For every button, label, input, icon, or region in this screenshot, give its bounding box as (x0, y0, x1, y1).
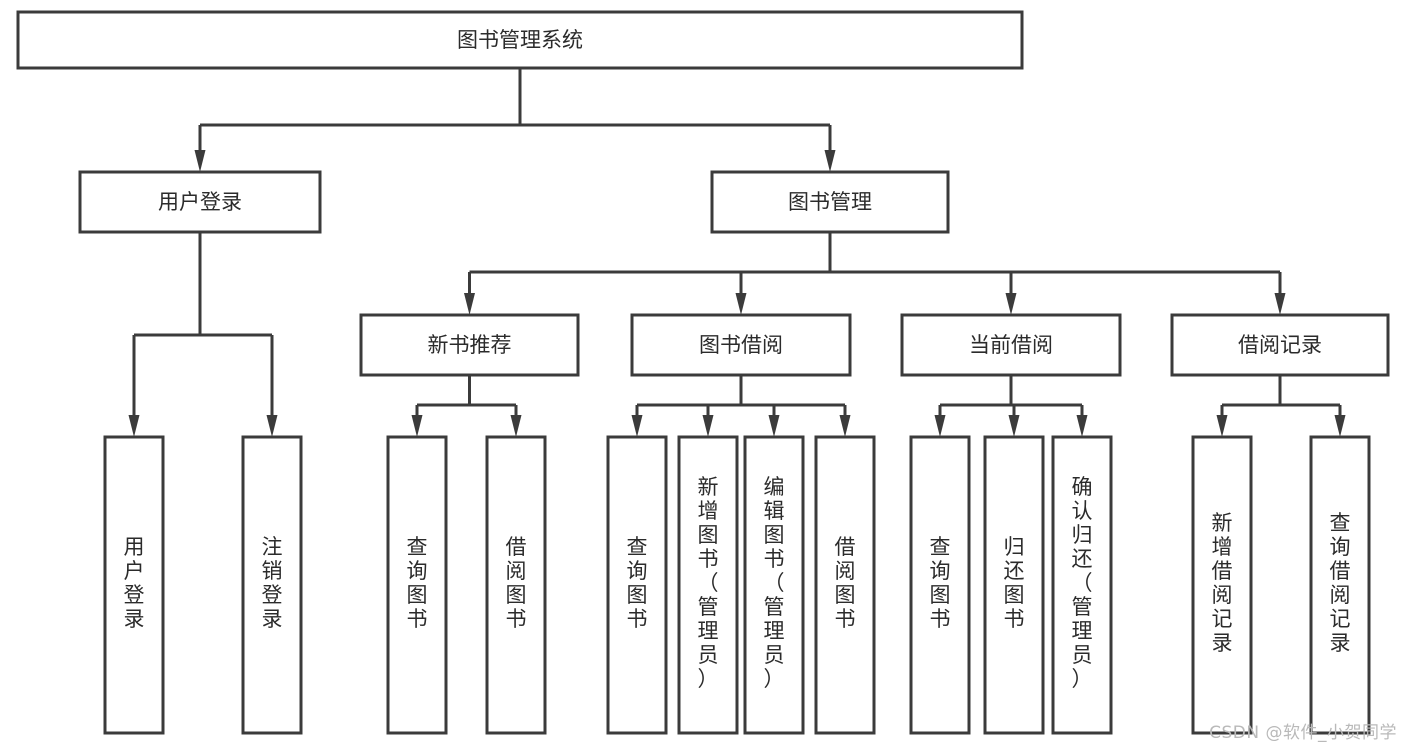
node-label-leaf-add-book-admin: 新增图书（管理员） (698, 475, 719, 691)
node-label-leaf-return-book: 归还图书 (1004, 535, 1025, 631)
arrow-head-icon-book-borrow (735, 293, 747, 315)
node-user-login[interactable]: 用户登录 (78, 170, 322, 234)
node-box-root (16, 10, 1024, 70)
arrow-head-icon-leaf-query-book-recommend (411, 415, 423, 437)
node-leaf-borrow-book-recommend[interactable]: 借阅图书 (485, 435, 547, 735)
node-label-leaf-query-book-recommend: 查询图书 (407, 535, 428, 631)
arrow-head-icon-current-borrow (1005, 293, 1017, 315)
node-box-leaf-edit-book-admin (743, 435, 805, 735)
node-box-leaf-add-borrow-record (1191, 435, 1253, 735)
connectors-layer (128, 68, 1346, 437)
arrow-head-icon-leaf-add-book-admin (702, 415, 714, 437)
node-label-leaf-user-login: 用户登录 (124, 535, 145, 631)
node-label-leaf-add-borrow-record: 新增借阅记录 (1212, 511, 1233, 655)
node-box-book-borrow (630, 313, 852, 377)
node-label-leaf-query-borrow-record: 查询借阅记录 (1330, 511, 1351, 655)
arrow-head-icon-leaf-query-borrow-record (1334, 415, 1346, 437)
node-box-user-login (78, 170, 322, 234)
node-label-leaf-query-book: 查询图书 (627, 535, 648, 631)
node-label-leaf-edit-book-admin: 编辑图书（管理员） (764, 475, 785, 691)
node-box-leaf-return-book (983, 435, 1045, 735)
node-leaf-return-book[interactable]: 归还图书 (983, 435, 1045, 735)
node-leaf-query-borrow-record[interactable]: 查询借阅记录 (1309, 435, 1371, 735)
arrow-head-icon-leaf-query-book (631, 415, 643, 437)
nodes-layer: 图书管理系统用户登录图书管理新书推荐图书借阅当前借阅借阅记录用户登录注销登录查询… (16, 10, 1390, 735)
node-current-borrow[interactable]: 当前借阅 (900, 313, 1122, 377)
node-box-leaf-query-book (606, 435, 668, 735)
node-box-leaf-user-logout (241, 435, 303, 735)
node-leaf-add-borrow-record[interactable]: 新增借阅记录 (1191, 435, 1253, 735)
node-label-book-borrow: 图书借阅 (699, 333, 783, 357)
node-label-book-manage: 图书管理 (788, 190, 872, 214)
node-label-new-book-recommend: 新书推荐 (428, 333, 512, 357)
node-box-leaf-query-book-current (909, 435, 971, 735)
node-label-borrow-record: 借阅记录 (1238, 333, 1322, 357)
node-book-borrow[interactable]: 图书借阅 (630, 313, 852, 377)
arrow-head-icon-leaf-return-book (1008, 415, 1020, 437)
node-label-current-borrow: 当前借阅 (969, 333, 1053, 357)
arrow-head-icon-leaf-user-logout (266, 415, 278, 437)
node-box-leaf-query-book-recommend (386, 435, 448, 735)
node-label-leaf-user-logout: 注销登录 (262, 535, 283, 631)
node-box-leaf-query-borrow-record (1309, 435, 1371, 735)
node-box-leaf-borrow-book (814, 435, 876, 735)
node-box-book-manage (710, 170, 950, 234)
node-leaf-query-book[interactable]: 查询图书 (606, 435, 668, 735)
node-leaf-add-book-admin[interactable]: 新增图书（管理员） (677, 435, 739, 735)
node-new-book-recommend[interactable]: 新书推荐 (359, 313, 580, 377)
node-leaf-user-login[interactable]: 用户登录 (103, 435, 165, 735)
arrow-head-icon-leaf-borrow-book-recommend (510, 415, 522, 437)
arrow-head-icon-leaf-user-login (128, 415, 140, 437)
node-box-current-borrow (900, 313, 1122, 377)
node-box-leaf-add-book-admin (677, 435, 739, 735)
arrow-head-icon-leaf-borrow-book (839, 415, 851, 437)
node-leaf-query-book-recommend[interactable]: 查询图书 (386, 435, 448, 735)
arrow-head-icon-user-login (194, 150, 206, 172)
arrow-head-icon-leaf-confirm-return-admin (1076, 415, 1088, 437)
node-borrow-record[interactable]: 借阅记录 (1170, 313, 1390, 377)
node-label-leaf-query-book-current: 查询图书 (930, 535, 951, 631)
node-book-manage[interactable]: 图书管理 (710, 170, 950, 234)
node-leaf-query-book-current[interactable]: 查询图书 (909, 435, 971, 735)
node-leaf-confirm-return-admin[interactable]: 确认归还（管理员） (1051, 435, 1113, 735)
node-leaf-borrow-book[interactable]: 借阅图书 (814, 435, 876, 735)
node-label-leaf-confirm-return-admin: 确认归还（管理员） (1072, 475, 1093, 691)
node-box-leaf-borrow-book-recommend (485, 435, 547, 735)
arrow-head-icon-new-book-recommend (464, 293, 475, 315)
node-leaf-user-logout[interactable]: 注销登录 (241, 435, 303, 735)
arrow-head-icon-leaf-add-borrow-record (1216, 415, 1228, 437)
node-box-leaf-user-login (103, 435, 165, 735)
node-box-borrow-record (1170, 313, 1390, 377)
node-box-leaf-confirm-return-admin (1051, 435, 1113, 735)
node-box-new-book-recommend (359, 313, 580, 377)
node-label-root: 图书管理系统 (457, 28, 583, 52)
arrow-head-icon-leaf-query-book-current (934, 415, 946, 437)
node-leaf-edit-book-admin[interactable]: 编辑图书（管理员） (743, 435, 805, 735)
node-root[interactable]: 图书管理系统 (16, 10, 1024, 70)
node-label-leaf-borrow-book: 借阅图书 (835, 535, 856, 631)
arrow-head-icon-borrow-record (1274, 293, 1286, 315)
node-label-leaf-borrow-book-recommend: 借阅图书 (506, 535, 527, 631)
arrow-head-icon-book-manage (824, 150, 836, 172)
arrow-head-icon-leaf-edit-book-admin (768, 415, 780, 437)
node-label-user-login: 用户登录 (158, 190, 242, 214)
csdn-watermark: CSDN @软件_小贺同学 (1209, 723, 1397, 743)
